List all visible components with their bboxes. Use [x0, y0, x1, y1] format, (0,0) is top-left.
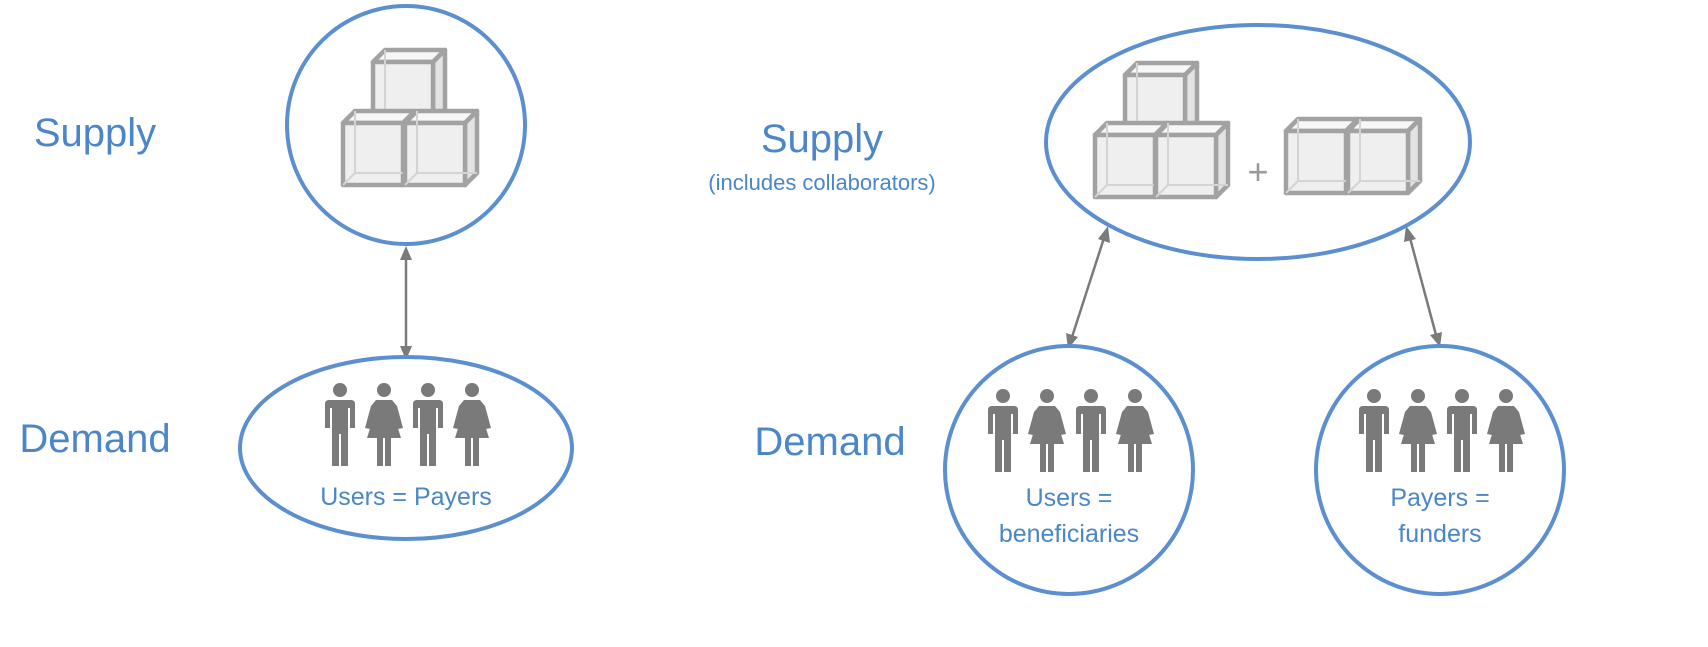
left-diagram: Supply Demand Users = Payers	[19, 4, 574, 541]
right-users-double-arrow-icon	[1066, 226, 1110, 349]
right-demand-label: Demand	[754, 420, 905, 464]
left-demand-text: Users = Payers	[320, 483, 492, 511]
plus-sign: +	[1247, 151, 1268, 192]
right-supply-label: Supply	[761, 117, 883, 161]
users-label-line1: Users =	[1026, 484, 1113, 512]
left-supply-label: Supply	[34, 111, 156, 155]
right-supply-sublabel: (includes collaborators)	[708, 170, 935, 195]
payers-label-line2: funders	[1398, 520, 1481, 548]
right-diagram: Supply (includes collaborators) Demand +…	[708, 23, 1566, 596]
left-demand-ellipse	[238, 355, 574, 541]
payers-circle	[1314, 344, 1566, 596]
left-double-arrow-icon	[400, 246, 412, 360]
right-payers-double-arrow-icon	[1404, 226, 1442, 347]
left-demand-label: Demand	[19, 417, 170, 461]
payers-label-line1: Payers =	[1390, 484, 1489, 512]
users-label-line2: beneficiaries	[999, 520, 1139, 548]
users-circle	[943, 344, 1195, 596]
